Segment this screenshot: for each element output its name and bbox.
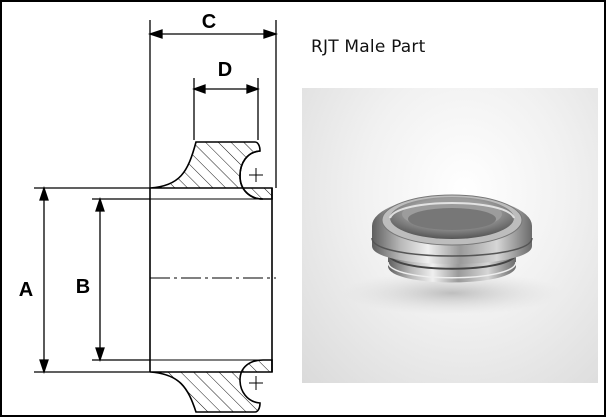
figure-title: RJT Male Part xyxy=(311,37,426,57)
pipe-body xyxy=(149,188,276,372)
dimension-c xyxy=(147,20,279,188)
dimension-b-label: B xyxy=(76,276,90,298)
dimension-d xyxy=(192,78,260,140)
dimension-d-label: D xyxy=(218,59,232,81)
seal-center-marks xyxy=(249,168,263,390)
dimension-a-label: A xyxy=(19,279,33,301)
dimension-c-label: C xyxy=(202,11,216,33)
product-photo xyxy=(302,88,598,383)
lower-flange-section xyxy=(149,359,273,413)
rjt-male-part-illustration xyxy=(342,194,562,315)
dimension-b xyxy=(92,196,150,363)
upper-flange-section xyxy=(149,141,273,200)
dimension-a xyxy=(34,185,150,375)
